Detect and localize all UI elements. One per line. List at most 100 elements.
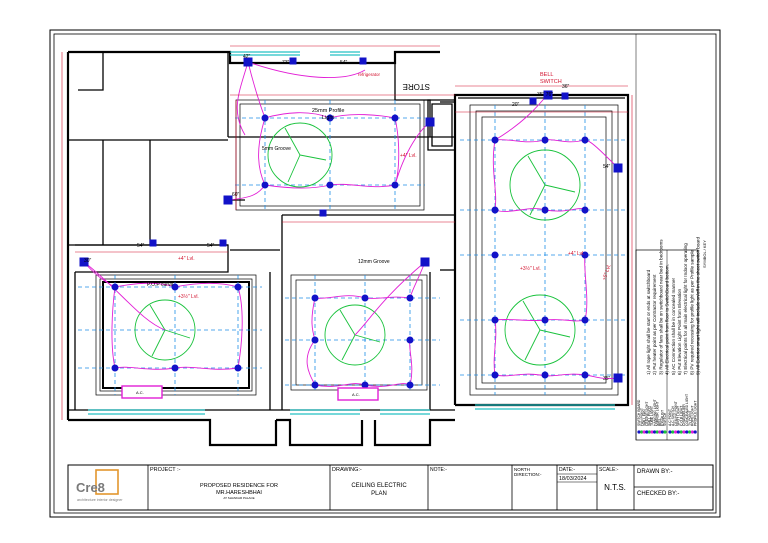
legend-label: MIRROR LIGHT — [655, 401, 659, 426]
ceiling-grid — [78, 100, 625, 395]
note-item: 3) Regulator of fans shall be on switchb… — [658, 239, 663, 375]
electrical-symbols — [79, 57, 623, 389]
height-label-36: 36" — [562, 84, 570, 90]
groove-5mm-label: 5mm Groove — [262, 146, 291, 152]
logo-text: Cre8 — [76, 480, 105, 495]
notes-panel: 1) All rope light shall be start or ends… — [635, 34, 701, 440]
legend-label: SPOT LIGHT — [677, 406, 681, 426]
legend-label: TV POINT — [688, 410, 692, 426]
note-item: 7) Electrical points for all main electr… — [683, 243, 688, 375]
project-line-2: MR.HARESHBHAI — [216, 490, 262, 496]
note-item: 8) PV required recessing for profile lig… — [689, 249, 694, 375]
project-label: PROJECT :- — [150, 467, 181, 473]
height-label-35b: 35" — [603, 376, 611, 382]
ceiling-light-icon — [645, 430, 649, 434]
scale-label: SCALE:- — [599, 467, 619, 473]
drawing-labels: STORE BELL SWITCH refrigerator 25mm Prof… — [84, 54, 613, 397]
legend-label: TUBE LIGHT — [650, 406, 654, 426]
inner-border — [53, 33, 717, 514]
drawing-line-2: PLAN — [371, 491, 387, 497]
note-item: 6) Put Elevation Light Point from Elevat… — [677, 289, 682, 375]
dimension-lines — [61, 45, 633, 420]
legend-label: BELL — [658, 418, 662, 426]
level-label-left-4: +4" Lvl. — [178, 256, 195, 262]
ac-unit-mid — [337, 387, 379, 401]
legend-label: SWITCH — [663, 412, 667, 426]
ac-point-icon — [668, 430, 672, 434]
ac-units — [121, 385, 379, 401]
concealed-light-icon — [685, 430, 689, 434]
legend-label: WALL FAN — [642, 409, 646, 426]
wall-pivot-icon — [647, 430, 652, 434]
height-label-20: 20" — [512, 102, 520, 108]
wall-fan-icon — [642, 430, 646, 434]
height-label-30: 30" — [84, 258, 92, 264]
legend-label: WALL PIVOT — [648, 406, 652, 426]
scale-value: N.T.S. — [604, 483, 626, 492]
exhaust-icon — [660, 430, 665, 434]
note-item: 5) AC Connection shall be in concealed m… — [671, 277, 676, 375]
drawn-by-label: DRAWN BY:- — [637, 469, 672, 475]
legend-label: PROFILE LIGHT — [693, 401, 697, 426]
fan-icon — [509, 149, 581, 221]
level-label-right-5: +5" Lvl. — [601, 264, 612, 282]
note-item: 1) All rope light shall be start or ends… — [646, 269, 651, 375]
refrigerator-label: refrigerator — [358, 72, 381, 77]
profile-light-label: 25mm Profile Light — [312, 108, 346, 121]
fan-icon — [134, 299, 196, 361]
legend-label: A.C SWITCH — [671, 405, 675, 426]
date-label: DATE:- — [559, 467, 575, 473]
checked-by-label: CHECKED BY:- — [637, 491, 679, 497]
legend-label: ROPE LIGHT — [691, 405, 695, 426]
chandelier-icon — [682, 430, 686, 434]
fan-icon — [504, 294, 576, 366]
store-label: STORE — [403, 82, 430, 91]
drawing-label: DRAWING:- — [332, 467, 362, 473]
legend-label: C.O.B LIGHT — [679, 406, 683, 426]
tube-light-icon — [650, 430, 654, 434]
fan-icon — [324, 304, 386, 366]
pop-curve-label: P.O.P curve — [147, 282, 173, 288]
legend-label: CONCEALED LIGHT — [685, 394, 689, 426]
ceiling-point-icon — [674, 430, 678, 434]
groove-12mm-label: 12mm Groove — [358, 259, 390, 265]
legend-label: SWITCH BOARD — [637, 399, 641, 426]
project-line-1: PROPOSED RESIDENCE FOR — [200, 483, 278, 489]
logo-subtitle: architecture interior designer — [77, 498, 123, 502]
height-label-54-left: 54" — [137, 243, 145, 249]
cob-light-icon — [679, 430, 683, 434]
bell-switch-label: BELL SWITCH — [540, 72, 562, 85]
hanging-light-icon — [653, 430, 657, 434]
fan-icon — [267, 122, 333, 188]
date-value: 18/03/2024 — [559, 476, 587, 482]
legend-label: CHANDELIER — [682, 404, 686, 426]
height-label-54b: 54" — [603, 164, 611, 170]
drawing-line-1: CEILING ELECTRIC — [351, 483, 407, 489]
note-label: NOTE:- — [430, 467, 447, 473]
ac-label-left: A.C. — [136, 390, 144, 395]
mirror-light-icon — [655, 430, 659, 434]
height-label-42: 42" — [243, 54, 251, 60]
legend-label: A.C POINT — [668, 409, 672, 426]
legend-label: FAN POINT — [640, 408, 644, 426]
level-label-right-3: +3½" Lvl. — [520, 265, 541, 272]
floor-plan — [66, 50, 630, 447]
height-label-73: 73" — [282, 60, 290, 66]
ac-switch-icon — [671, 430, 675, 434]
level-label-mid-4: +4" Lvl. — [400, 153, 417, 159]
fan-points — [134, 122, 581, 366]
bell-icon — [658, 430, 662, 434]
north-direction-label: NORTH DIRECTION:- — [514, 467, 542, 477]
height-label-35: 35" 76" — [537, 92, 553, 98]
height-label-54c: 54" — [207, 243, 215, 249]
rope-light-icon — [690, 430, 695, 434]
title-block: Cre8 architecture interior designer PROJ… — [67, 464, 714, 511]
profile-light-icon — [693, 430, 697, 434]
height-label-54a: 54" — [340, 60, 348, 66]
switch-icon — [663, 430, 667, 434]
switch-board-icon — [637, 430, 641, 434]
switch-board-icon — [79, 57, 623, 383]
outer-border — [49, 29, 721, 518]
